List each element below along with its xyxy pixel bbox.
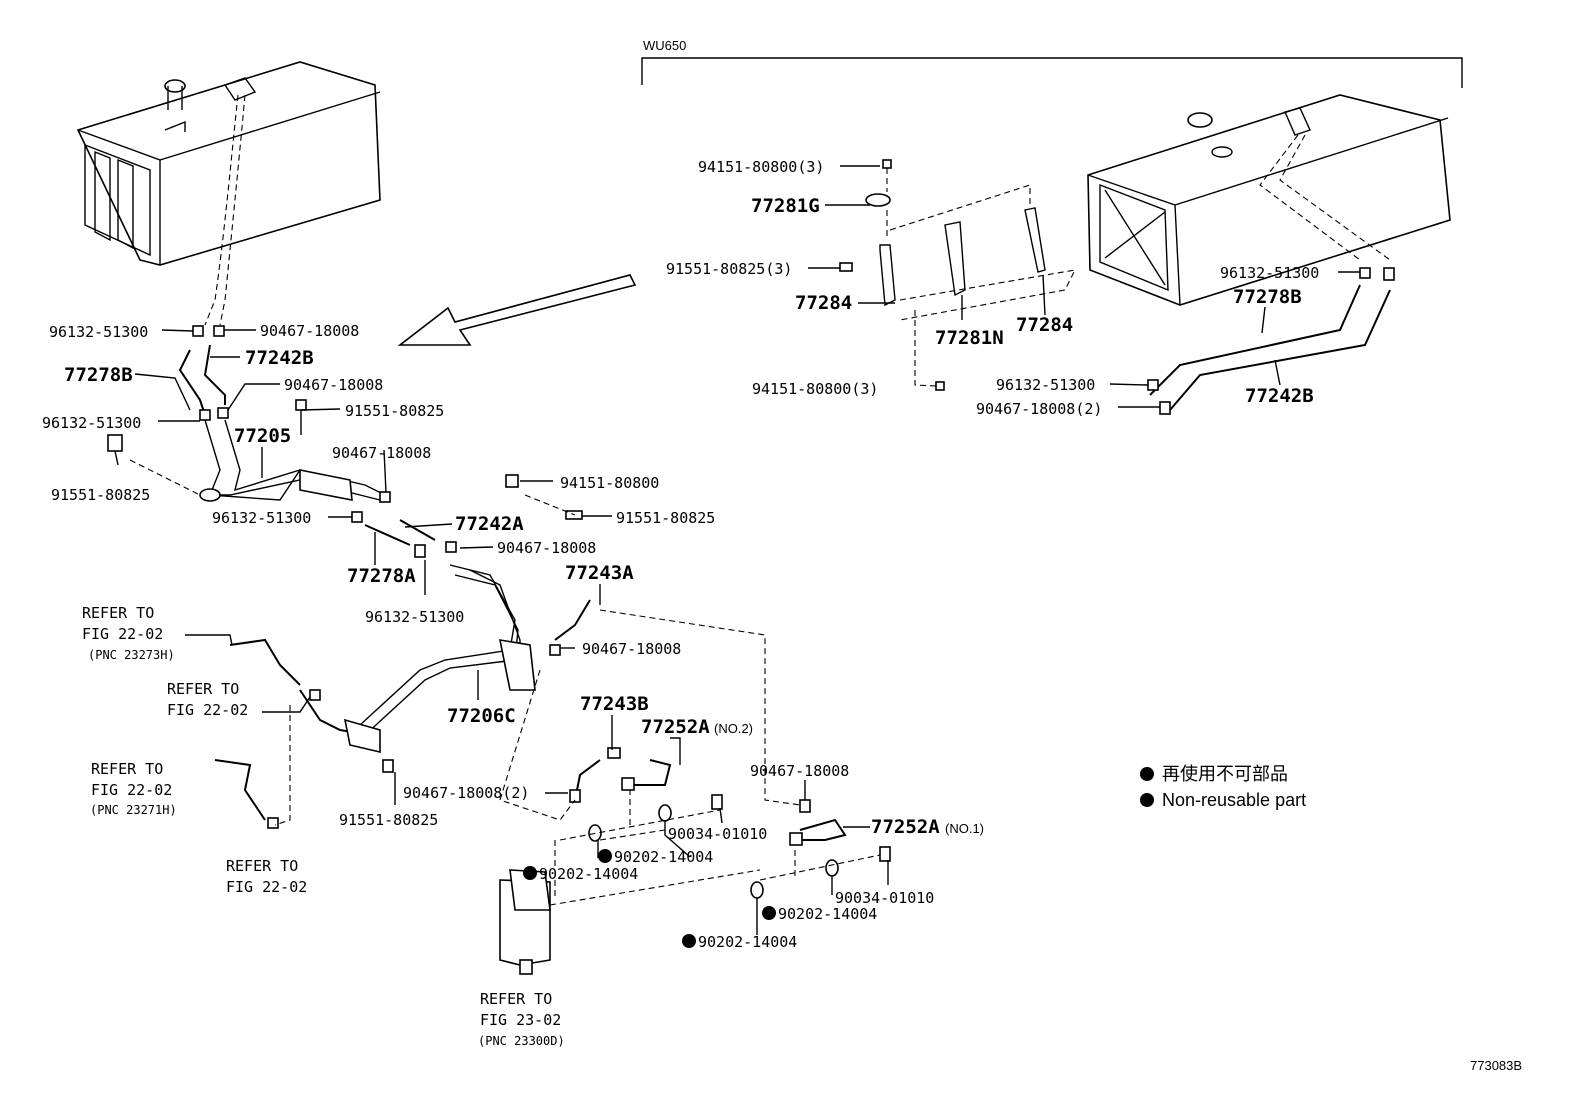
brackets-right <box>839 159 1076 391</box>
label-77243b: 77243B <box>580 693 649 715</box>
refer-note: REFER TO FIG 23-02 (PNC 23300D) <box>478 990 565 1048</box>
wu650-bracket <box>641 57 1463 88</box>
label-90467-18008-2: 90467-18008(2) <box>976 400 1102 418</box>
figure-id: 773083B <box>1470 1058 1522 1073</box>
refer-line2: FIG 22-02 <box>82 625 163 643</box>
label-91551-80825: 91551-80825 <box>345 402 444 420</box>
non-reusable-marker <box>682 934 696 948</box>
refer-line1: REFER TO <box>82 604 154 622</box>
fuel-pipes-left <box>107 325 891 975</box>
non-reusable-marker <box>523 866 537 880</box>
non-reusable-marker <box>762 906 776 920</box>
refer-pnc: (PNC 23273H) <box>88 648 175 662</box>
refer-pnc: (PNC 23271H) <box>90 803 177 817</box>
label-no1: (NO.1) <box>945 821 984 836</box>
label-77252a-no2: 77252A <box>641 716 710 738</box>
refer-line1: REFER TO <box>226 857 298 875</box>
label-90202-14004: 90202-14004 <box>539 865 638 883</box>
label-96132-51300: 96132-51300 <box>49 323 148 341</box>
legend-marker <box>1140 767 1154 781</box>
label-96132-51300: 96132-51300 <box>1220 264 1319 282</box>
label-77242a: 77242A <box>455 513 524 535</box>
label-77284: 77284 <box>1016 314 1073 336</box>
label-90034-01010: 90034-01010 <box>835 889 934 907</box>
refer-line1: REFER TO <box>167 680 239 698</box>
leader-tank-left <box>204 94 239 326</box>
label-96132-51300: 96132-51300 <box>212 509 311 527</box>
non-reusable-marker <box>598 849 612 863</box>
label-96132-51300: 96132-51300 <box>996 376 1095 394</box>
label-91551-80825: 91551-80825 <box>339 811 438 829</box>
label-77206c: 77206C <box>447 705 516 727</box>
legend-english: Non-reusable part <box>1162 790 1306 810</box>
refer-line2: FIG 22-02 <box>91 781 172 799</box>
refer-note: REFER TO FIG 22-02 <box>167 680 248 719</box>
label-77278b: 77278B <box>1233 286 1302 308</box>
refer-line2: FIG 22-02 <box>167 701 248 719</box>
refer-line1: REFER TO <box>91 760 163 778</box>
clip-right-3 <box>1147 379 1159 391</box>
refer-note: REFER TO FIG 22-02 <box>226 857 307 896</box>
label-77252a-no1: 77252A <box>871 816 940 838</box>
label-90467-18008: 90467-18008 <box>332 444 431 462</box>
leader-tank-left-2 <box>219 94 246 326</box>
leader-tank-right-2 <box>1279 134 1391 261</box>
legend: 再使用不可部品 Non-reusable part <box>1140 764 1306 810</box>
clip-right-4 <box>1159 401 1171 415</box>
legend-japanese: 再使用不可部品 <box>1162 764 1288 784</box>
refer-note: REFER TO FIG 22-02 (PNC 23273H) <box>82 604 175 662</box>
fuel-tank-right <box>1087 94 1451 306</box>
label-90467-18008: 90467-18008 <box>582 640 681 658</box>
label-77242b: 77242B <box>245 347 314 369</box>
hose-77278b-right <box>1149 284 1361 396</box>
label-77278a: 77278A <box>347 565 416 587</box>
label-91551-80825: 91551-80825 <box>51 486 150 504</box>
legend-marker <box>1140 793 1154 807</box>
label-96132-51300: 96132-51300 <box>365 608 464 626</box>
clip-right-1 <box>1359 267 1371 279</box>
refer-line2: FIG 22-02 <box>226 878 307 896</box>
label-leaders <box>134 165 1360 935</box>
label-77252a-text: 77252A <box>641 716 710 738</box>
leader-tank-right <box>1259 134 1361 261</box>
fuel-tank-left <box>76 61 381 266</box>
label-77205: 77205 <box>234 425 291 447</box>
label-96132-51300: 96132-51300 <box>42 414 141 432</box>
label-90467-18008-2: 90467-18008(2) <box>403 784 529 802</box>
refer-pnc: (PNC 23300D) <box>478 1034 565 1048</box>
clip-right-2 <box>1383 267 1395 281</box>
label-77284: 77284 <box>795 292 852 314</box>
label-90202-14004: 90202-14004 <box>698 933 797 951</box>
label-77243a: 77243A <box>565 562 634 584</box>
label-94151-80800: 94151-80800 <box>560 474 659 492</box>
label-90202-14004: 90202-14004 <box>614 848 713 866</box>
label-90467-18008: 90467-18008 <box>284 376 383 394</box>
label-90467-18008: 90467-18008 <box>750 762 849 780</box>
label-77281g: 77281G <box>751 195 820 217</box>
label-90467-18008: 90467-18008 <box>260 322 359 340</box>
label-90202-14004: 90202-14004 <box>778 905 877 923</box>
refer-line2: FIG 23-02 <box>480 1011 561 1029</box>
hose-77242b-right <box>1169 289 1391 411</box>
leader-brackets <box>886 168 937 387</box>
label-91551-80825-3: 91551-80825(3) <box>666 260 792 278</box>
label-90467-18008: 90467-18008 <box>497 539 596 557</box>
label-90034-01010: 90034-01010 <box>668 825 767 843</box>
leaders-lower <box>129 459 881 906</box>
label-77242b: 77242B <box>1245 385 1314 407</box>
label-91551-80825: 91551-80825 <box>616 509 715 527</box>
label-77278b: 77278B <box>64 364 133 386</box>
label-77281n: 77281N <box>935 327 1004 349</box>
label-94151-80800-3: 94151-80800(3) <box>698 158 824 176</box>
refer-line1: REFER TO <box>480 990 552 1008</box>
label-no2: (NO.2) <box>714 721 753 736</box>
direction-arrow <box>397 274 637 346</box>
variant-label: WU650 <box>643 38 686 53</box>
label-94151-80800-3: 94151-80800(3) <box>752 380 878 398</box>
refer-note: REFER TO FIG 22-02 (PNC 23271H) <box>90 760 177 817</box>
